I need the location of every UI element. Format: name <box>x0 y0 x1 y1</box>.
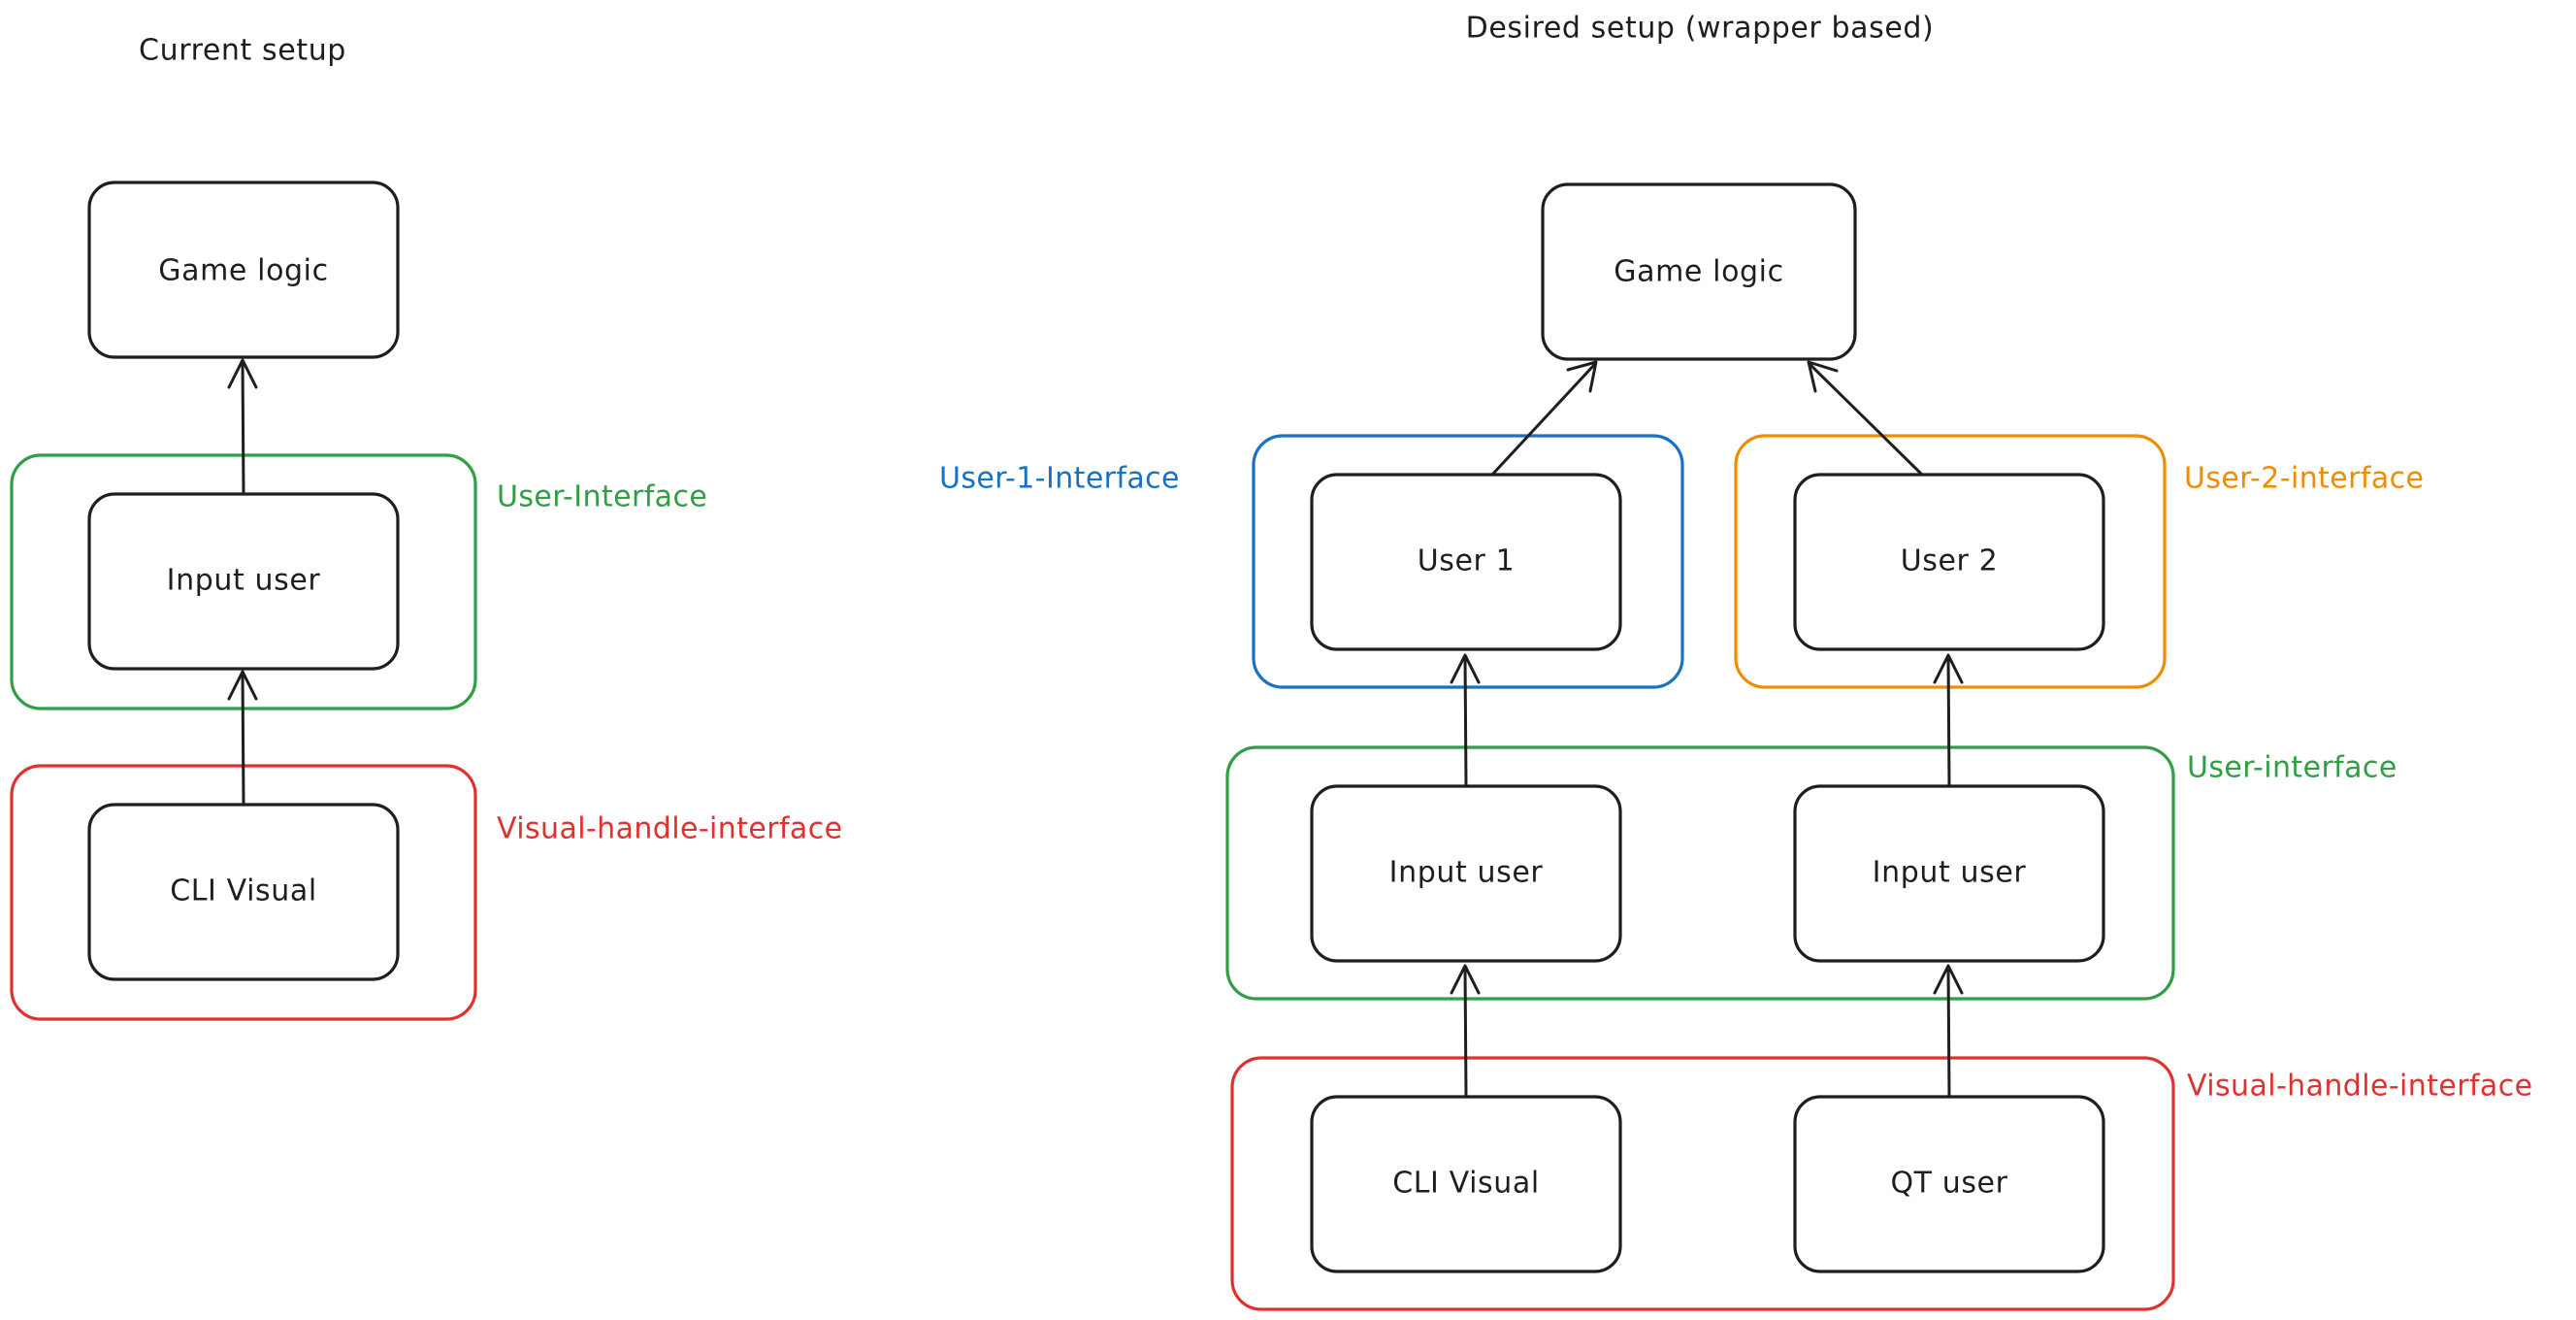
left-edge-input-user-to-game-logic <box>241 359 245 496</box>
left-panel-title: Current setup <box>139 34 346 68</box>
right-cli-visual-label: CLI Visual <box>1392 1167 1540 1201</box>
right-edge-cli-visual-to-input-user-left-arrowhead <box>1450 964 1481 995</box>
left-game-logic-label: Game logic <box>158 254 328 288</box>
left-game-logic-box <box>87 181 400 359</box>
right-user-2-label: User 2 <box>1901 544 1999 578</box>
right-game-logic-label: Game logic <box>1614 255 1783 289</box>
right-edge-qt-user-to-input-user-right-arrowhead <box>1933 964 1964 995</box>
right-user-1-interface-wrapper-label: User-1-Interface <box>939 462 1180 496</box>
right-edge-user-2-to-game-logic <box>1809 363 1924 477</box>
right-edge-qt-user-to-input-user-right <box>1946 965 1951 1099</box>
right-user-2-box <box>1793 473 2105 651</box>
right-input-user-left-label: Input user <box>1389 856 1544 890</box>
right-user-interface-wrapper-label: User-interface <box>2187 751 2397 785</box>
right-user-interface-wrapper <box>1225 745 2175 1001</box>
right-game-logic-box <box>1541 182 1857 361</box>
right-edge-user-1-to-game-logic <box>1490 363 1596 477</box>
left-cli-visual-label: CLI Visual <box>170 874 317 908</box>
right-visual-handle-interface-wrapper-label: Visual-handle-interface <box>2187 1070 2532 1104</box>
right-user-1-label: User 1 <box>1418 544 1516 578</box>
right-user-2-interface-wrapper-label: User-2-interface <box>2184 462 2424 496</box>
right-edge-input-user-left-to-user-1 <box>1463 654 1468 788</box>
right-edge-input-user-right-to-user-2-arrowhead <box>1933 653 1964 684</box>
left-edge-input-user-to-game-logic-arrowhead <box>227 358 258 389</box>
left-edge-cli-visual-to-input-user <box>241 671 245 807</box>
right-input-user-right-label: Input user <box>1873 856 2027 890</box>
left-user-interface-wrapper-label: User-Interface <box>497 480 707 514</box>
right-user-2-interface-wrapper <box>1734 434 2167 689</box>
right-panel-title: Desired setup (wrapper based) <box>1466 12 1935 46</box>
right-user-1-box <box>1310 473 1622 651</box>
right-visual-handle-interface-wrapper <box>1230 1056 2175 1311</box>
left-edge-cli-visual-to-input-user-arrowhead <box>227 670 258 701</box>
left-input-user-label: Input user <box>167 564 321 598</box>
right-edge-input-user-right-to-user-2 <box>1946 654 1951 788</box>
right-edge-input-user-left-to-user-1-arrowhead <box>1450 653 1481 684</box>
right-edge-user-2-to-game-logic-arrowhead <box>1807 360 1839 393</box>
right-edge-user-1-to-game-logic-arrowhead <box>1566 360 1598 393</box>
right-qt-user-label: QT user <box>1890 1167 2007 1201</box>
right-edge-cli-visual-to-input-user-left <box>1463 965 1468 1099</box>
right-user-1-interface-wrapper <box>1252 434 1684 689</box>
left-visual-handle-interface-wrapper-label: Visual-handle-interface <box>497 812 842 846</box>
